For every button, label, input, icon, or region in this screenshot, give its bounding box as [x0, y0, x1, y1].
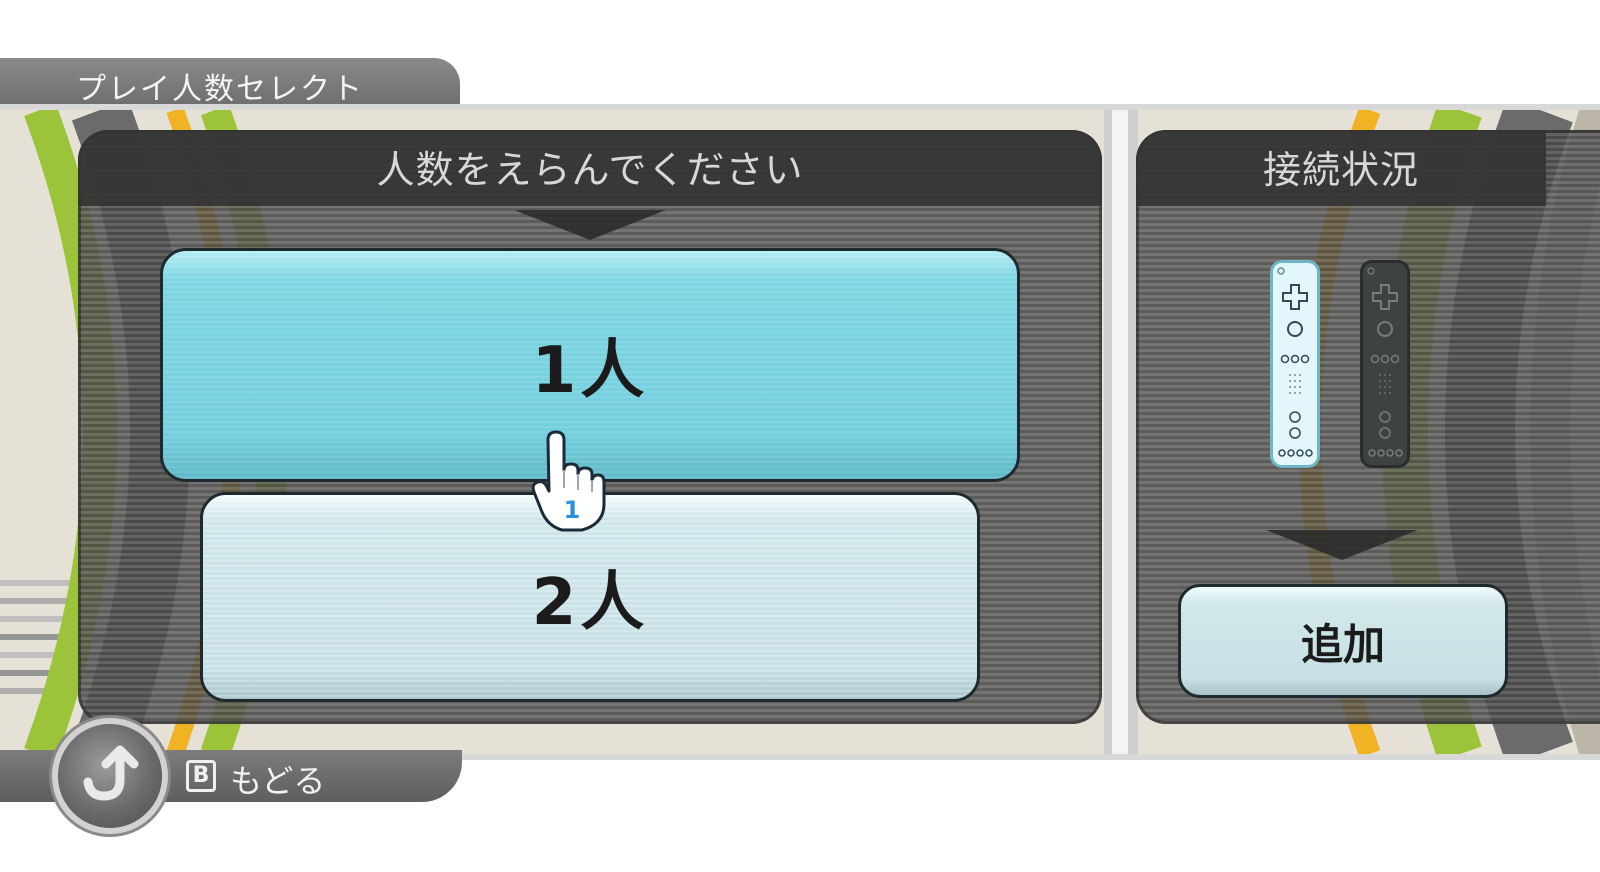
add-controller-label: 追加	[1300, 619, 1385, 669]
wii-remote-2-disconnected-icon	[1360, 260, 1410, 468]
back-arrow-icon	[83, 745, 139, 801]
wii-remote-1-connected-icon	[1270, 260, 1320, 468]
down-arrow-icon	[1266, 530, 1418, 560]
add-controller-button[interactable]: 追加	[1178, 584, 1508, 698]
back-button[interactable]	[58, 724, 162, 828]
b-button-icon: B	[186, 760, 216, 792]
down-arrow-icon	[514, 210, 666, 240]
two-player-label: 2人	[531, 566, 649, 640]
one-player-label: 1人	[531, 334, 649, 408]
screen-title-tab: プレイ人数セレクト	[0, 58, 460, 108]
one-player-button[interactable]: 1人	[160, 248, 1020, 482]
player-count-heading: 人数をえらんでください	[78, 130, 1102, 206]
screen-title: プレイ人数セレクト	[76, 72, 364, 107]
connection-status-heading: 接続状況	[1136, 130, 1546, 206]
connection-status-panel: 接続状況	[1136, 130, 1600, 724]
player-count-panel: 人数をえらんでください 1人 2人	[78, 130, 1102, 724]
back-label[interactable]: もどる	[230, 762, 326, 800]
pointer-player-number: 1	[564, 496, 581, 524]
pointer-hand-cursor: 1	[526, 430, 606, 534]
